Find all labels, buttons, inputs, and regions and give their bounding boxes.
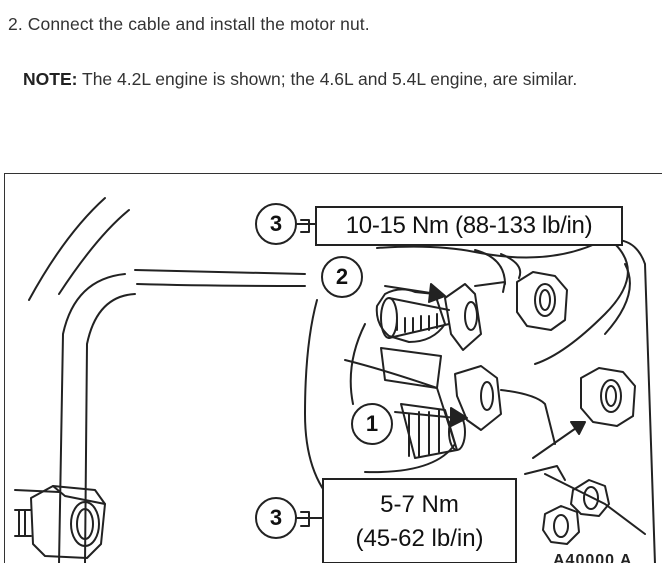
step-instruction: 2. Connect the cable and install the mot… — [8, 14, 370, 34]
figure-reference-code: A40000 A — [553, 552, 633, 563]
torque-spec-top-box: 10-15 Nm (88-133 lb/in) — [315, 206, 623, 246]
callout-2: 2 — [321, 256, 363, 298]
callout-3-bottom: 3 — [255, 497, 297, 539]
note-text: The 4.2L engine is shown; the 4.6L and 5… — [77, 69, 578, 89]
starter-motor-illustration: 10-15 Nm (88-133 lb/in) 5-7 Nm (45-62 lb… — [4, 173, 662, 563]
callout-3-top: 3 — [255, 203, 297, 245]
line-drawing — [14, 197, 656, 563]
note-paragraph: NOTE: The 4.2L engine is shown; the 4.6L… — [23, 69, 577, 90]
torque-bottom-nm: 5-7 Nm — [380, 491, 459, 518]
callout-1: 1 — [351, 403, 393, 445]
note-label: NOTE: — [23, 69, 78, 89]
torque-bottom-lbin: (45-62 lb/in) — [355, 525, 484, 552]
torque-spec-bottom-box: 5-7 Nm (45-62 lb/in) — [322, 478, 517, 563]
